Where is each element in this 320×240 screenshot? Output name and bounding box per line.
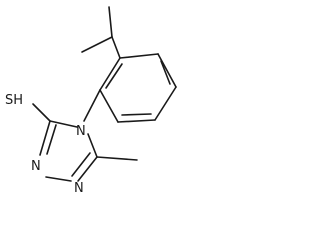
bond-isopropyl-to-ring <box>111 36 121 59</box>
bond-benzene-double-3 <box>105 63 123 89</box>
nitrogen-n2-label: N <box>31 159 41 174</box>
bond-c5-n4 <box>87 133 98 158</box>
bond-benzene-4 <box>117 119 156 123</box>
bond-benzene-2 <box>157 53 177 88</box>
bond-c3-thiol <box>32 103 51 122</box>
bond-aryl-to-n4 <box>83 89 101 122</box>
bond-benzene-5 <box>99 89 119 123</box>
molecule-canvas: SH N N N <box>0 0 183 205</box>
bond-benzene-3 <box>154 86 177 121</box>
bond-benzene-6 <box>99 57 121 91</box>
bond-n4-c3 <box>49 120 78 128</box>
bond-benzene-double-1 <box>160 60 171 85</box>
bond-isopropyl-methyl-left <box>81 36 113 53</box>
bond-isopropyl-methyl-upper <box>108 6 113 38</box>
nitrogen-n1-label: N <box>74 181 84 196</box>
bond-n1-c5 <box>77 156 98 182</box>
bond-benzene-double-2 <box>121 113 152 116</box>
bond-n1-c5-double <box>71 152 91 177</box>
bond-c5-methyl <box>96 156 138 161</box>
nitrogen-n4-label: N <box>76 124 86 139</box>
bond-c3-n2 <box>39 120 51 156</box>
thiol-label: SH <box>5 93 23 108</box>
bond-c3-n2-double <box>46 124 57 155</box>
molecule-structure: SH N N N <box>5 6 177 196</box>
bond-benzene-1 <box>119 53 159 59</box>
bond-n2-n1 <box>45 176 72 182</box>
